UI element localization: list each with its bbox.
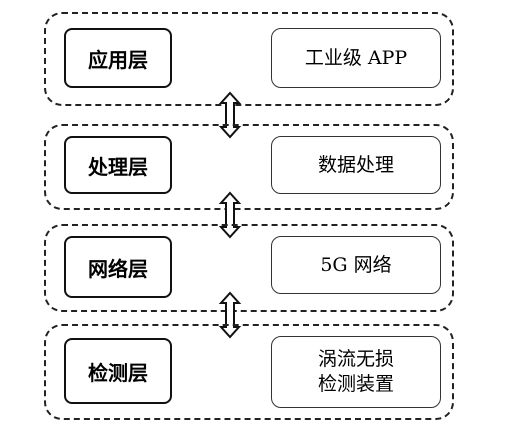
layer-processing: 处理层 数据处理 <box>44 124 454 210</box>
double-arrow-icon <box>218 291 242 339</box>
layer-name-label: 应用层 <box>64 28 172 88</box>
layer-description-box: 涡流无损 检测装置 <box>271 336 441 408</box>
layer-detection: 检测层 涡流无损 检测装置 <box>44 324 454 420</box>
layer-description-box: 数据处理 <box>271 136 441 194</box>
layer-description-box: 5G 网络 <box>271 236 441 294</box>
layer-application: 应用层 工业级 APP <box>44 12 454 106</box>
double-arrow-icon <box>218 191 242 239</box>
layer-network: 网络层 5G 网络 <box>44 224 454 312</box>
layer-name-label: 处理层 <box>64 136 172 194</box>
layer-description-text: 工业级 APP <box>304 46 408 69</box>
layer-name-label: 网络层 <box>64 236 172 298</box>
layer-description-text: 涡流无损 <box>317 348 394 371</box>
layer-description-text: 5G 网络 <box>320 253 392 276</box>
layer-name-label: 检测层 <box>64 338 172 404</box>
double-arrow-icon <box>218 91 242 139</box>
layer-description-text: 检测装置 <box>317 373 394 395</box>
layer-description-text: 数据处理 <box>317 153 394 176</box>
layer-description-box: 工业级 APP <box>271 28 441 88</box>
